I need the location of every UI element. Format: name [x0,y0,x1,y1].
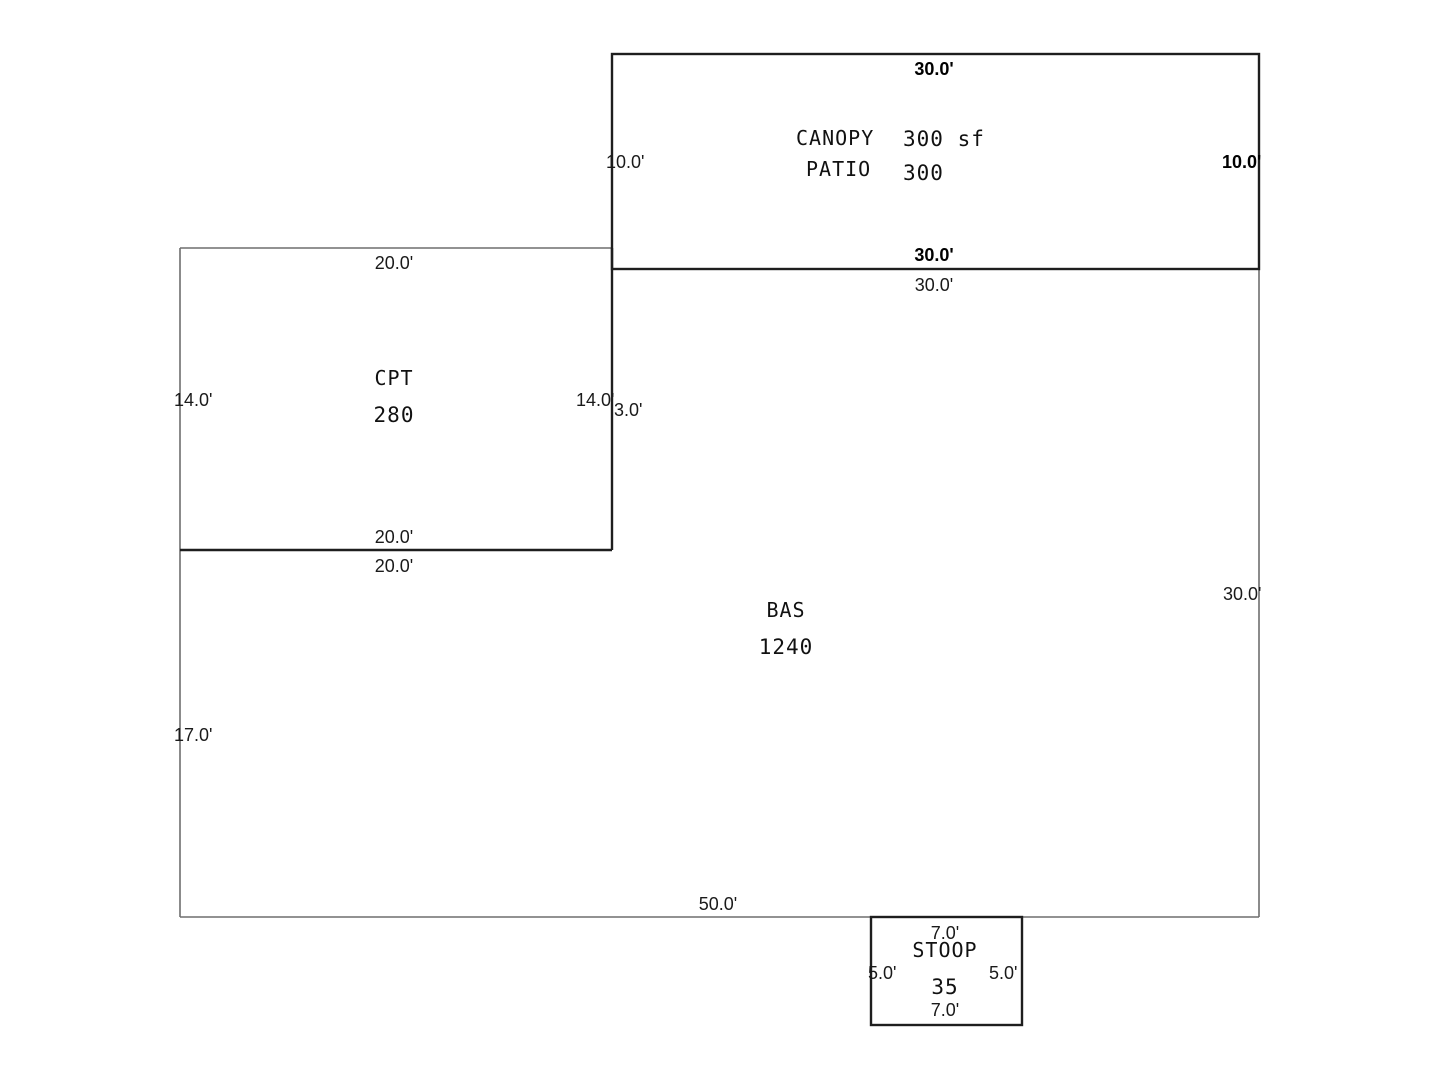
stoop-outline [869,915,1024,1027]
dim-bas-top: 30.0' [915,275,953,295]
cpt-label: CPT [374,366,413,390]
dim-canopy-right: 10.0' [1222,152,1261,172]
dim-cpt-left: 14.0' [174,390,212,410]
dim-bas-right: 30.0' [1223,584,1261,604]
cpt-area-value: 280 [374,403,415,427]
canopy-area-value: 300 sf [903,127,985,151]
bas-area-value: 1240 [759,635,814,659]
patio-area-value: 300 [903,161,944,185]
dim-stoop-right: 5.0' [989,963,1017,983]
bas-label: BAS [766,598,805,622]
dim-bas-bottom: 50.0' [699,894,737,914]
dim-canopy-top: 30.0' [914,59,953,79]
cpt-outline [179,247,614,552]
dim-stoop-top: 7.0' [931,923,959,943]
canopy-label: CANOPY [796,126,874,150]
canopy-outline [610,52,1261,271]
dim-stoop-bottom: 7.0' [931,1000,959,1020]
patio-label: PATIO [806,157,871,181]
dim-cpt-bottom: 20.0' [375,527,413,547]
stoop-area-value: 35 [931,975,958,999]
dim-bas-notch: 3.0' [614,400,642,420]
dim-bas-cpt-edge: 20.0' [375,556,413,576]
dim-cpt-top: 20.0' [375,253,413,273]
dim-stoop-left: 5.0' [868,963,896,983]
dim-canopy-bottom: 30.0' [914,245,953,265]
dim-bas-left: 17.0' [174,725,212,745]
dim-canopy-left: 10.0' [606,152,644,172]
stoop-label: STOOP [912,938,977,962]
dim-cpt-right: 14.0' [576,390,614,410]
